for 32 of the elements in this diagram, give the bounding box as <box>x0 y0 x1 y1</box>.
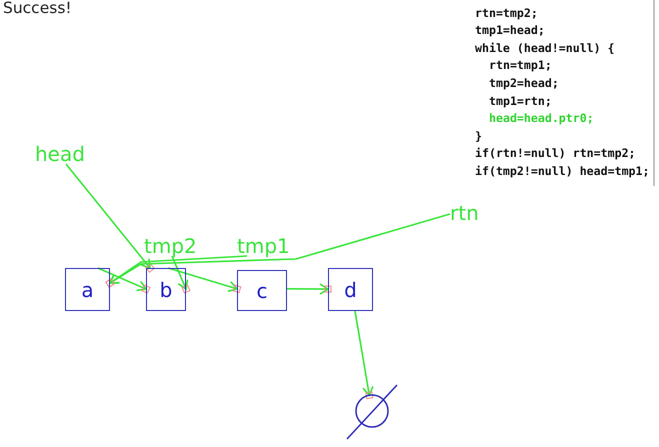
arrow <box>168 267 242 294</box>
node-label: d <box>344 280 357 300</box>
code-line: rtn=tmp1; <box>489 57 552 74</box>
node-label: a <box>81 280 94 300</box>
code-line: tmp1=head; <box>475 22 545 40</box>
list-node <box>328 268 373 311</box>
null-symbol <box>346 384 398 440</box>
node-label: c <box>256 280 268 300</box>
code-line: if(tmp2!=null) head=tmp1; <box>475 162 650 180</box>
status-message: Success! <box>3 0 72 16</box>
code-line: head=head.ptr0; <box>489 110 594 128</box>
arrow <box>287 283 332 295</box>
pointer-label: tmp2 <box>144 236 197 256</box>
node-label: b <box>160 280 172 300</box>
arrow <box>105 255 248 288</box>
arrow <box>354 310 374 400</box>
code-line: if(rtn!=null) rtn=tmp2; <box>475 145 636 162</box>
arrow <box>98 267 151 294</box>
list-node <box>146 268 186 311</box>
pointer-label: head <box>35 144 85 164</box>
code-line: } <box>475 128 482 145</box>
code-line: tmp1=rtn; <box>489 92 552 110</box>
pointer-label: tmp1 <box>237 236 290 256</box>
list-node <box>65 268 110 311</box>
code-line: rtn=tmp2; <box>475 4 538 22</box>
list-node <box>237 270 287 311</box>
code-line: while (head!=null) { <box>475 40 615 57</box>
code-line: tmp2=head; <box>489 74 559 92</box>
arrow <box>171 256 191 294</box>
arrow <box>105 213 450 288</box>
pointer-label: rtn <box>450 203 479 223</box>
arrow <box>65 164 156 274</box>
